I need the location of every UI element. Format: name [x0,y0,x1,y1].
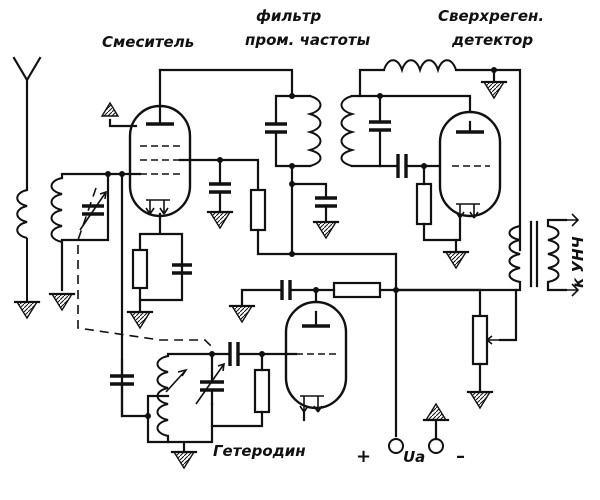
plus-sign: + [356,446,371,467]
minus-sign: – [456,446,465,467]
oscillator-tube [284,300,348,413]
antenna-coil [16,189,28,302]
detector-ground-icon [442,250,470,270]
primary-to-supply-wire [394,280,522,292]
oscillator-plate-ground-icon [228,304,256,324]
mixer-cathode-ground-icon [126,298,154,330]
detector-label-line1: Сверхреген. [438,7,544,25]
junction-dot [289,163,295,169]
transformer-output-wires [546,218,568,292]
antenna-icon [12,56,42,192]
input-tank-wires [60,172,110,292]
output-transformer-primary [508,225,521,283]
if-decoupling-ground-icon [312,220,340,240]
mixer-tube [128,68,192,218]
potentiometer-wires [478,288,518,394]
junction-dot [145,413,151,419]
oscillator-grid-resistor [253,368,271,414]
mixer-cathode-capacitor [172,263,192,275]
if-primary-capacitor [265,122,287,134]
to-amp-label: к УНЧ [569,236,587,288]
detector-top-ground-icon [480,80,508,100]
mixer-screen-cap-ground-icon [206,210,234,230]
output-transformer-secondary [547,225,560,283]
supply-label: Uа [403,448,425,466]
junction-dot [105,171,111,177]
oscillator-variable-capacitor [195,362,225,406]
transformer-core [529,220,539,288]
output-arrow-icon [566,213,580,297]
detector-tube [438,110,502,219]
grid-leak-wires [422,164,458,242]
supply-plus-terminal [388,438,404,454]
mixer-plate-wire [158,68,294,98]
if-secondary-wires [350,68,386,168]
if-filter-label-line2: пром. частоты [245,31,371,49]
oscillator-grid-capacitor [210,342,298,366]
oscillator-ground-icon [170,450,198,470]
potentiometer-wiper-arrow [485,335,500,345]
if-primary-coil [306,95,322,167]
gang-link-dashed [77,187,214,349]
detector-label-line2: детектор [451,31,533,49]
oscillator-grid-resistor-wires [210,352,264,428]
if-primary-tank-wires [274,94,312,256]
if-secondary-coil [340,95,356,167]
oscillator-plate-capacitor [240,280,318,308]
mixer-screen-ground-icon [100,101,138,128]
supply-minus-terminal [428,438,444,454]
mixer-screen-wire [178,158,260,192]
grid-leak-resistor [415,182,433,226]
regen-potentiometer [471,314,489,366]
oscillator-coupling-capacitor [110,358,150,418]
screen-to-supply-wire [256,228,398,256]
junction-dot [491,67,497,73]
detector-cathode-wire [454,216,462,254]
oscillator-label: Гетеродин [213,442,306,460]
input-ground-icon [48,292,76,312]
input-tank-coil [50,177,63,243]
if-filter-label-line1: фильтр [256,7,322,25]
supply-ground-icon [422,402,450,441]
feedback-coil [383,59,457,74]
potentiometer-ground-icon [466,390,494,410]
mixer-label: Смеситель [102,33,194,51]
mixer-cathode-resistor [131,248,149,290]
oscillator-plate-resistor [332,281,382,299]
detector-tank-capacitor [369,94,391,168]
oscillator-coil-tap [165,368,188,393]
mixer-screen-resistor [249,188,267,232]
oscillator-tank-wires [166,352,214,454]
mixer-screen-capacitor [209,158,231,214]
if-decoupling-capacitor [290,182,337,224]
antenna-ground-icon [13,300,41,320]
